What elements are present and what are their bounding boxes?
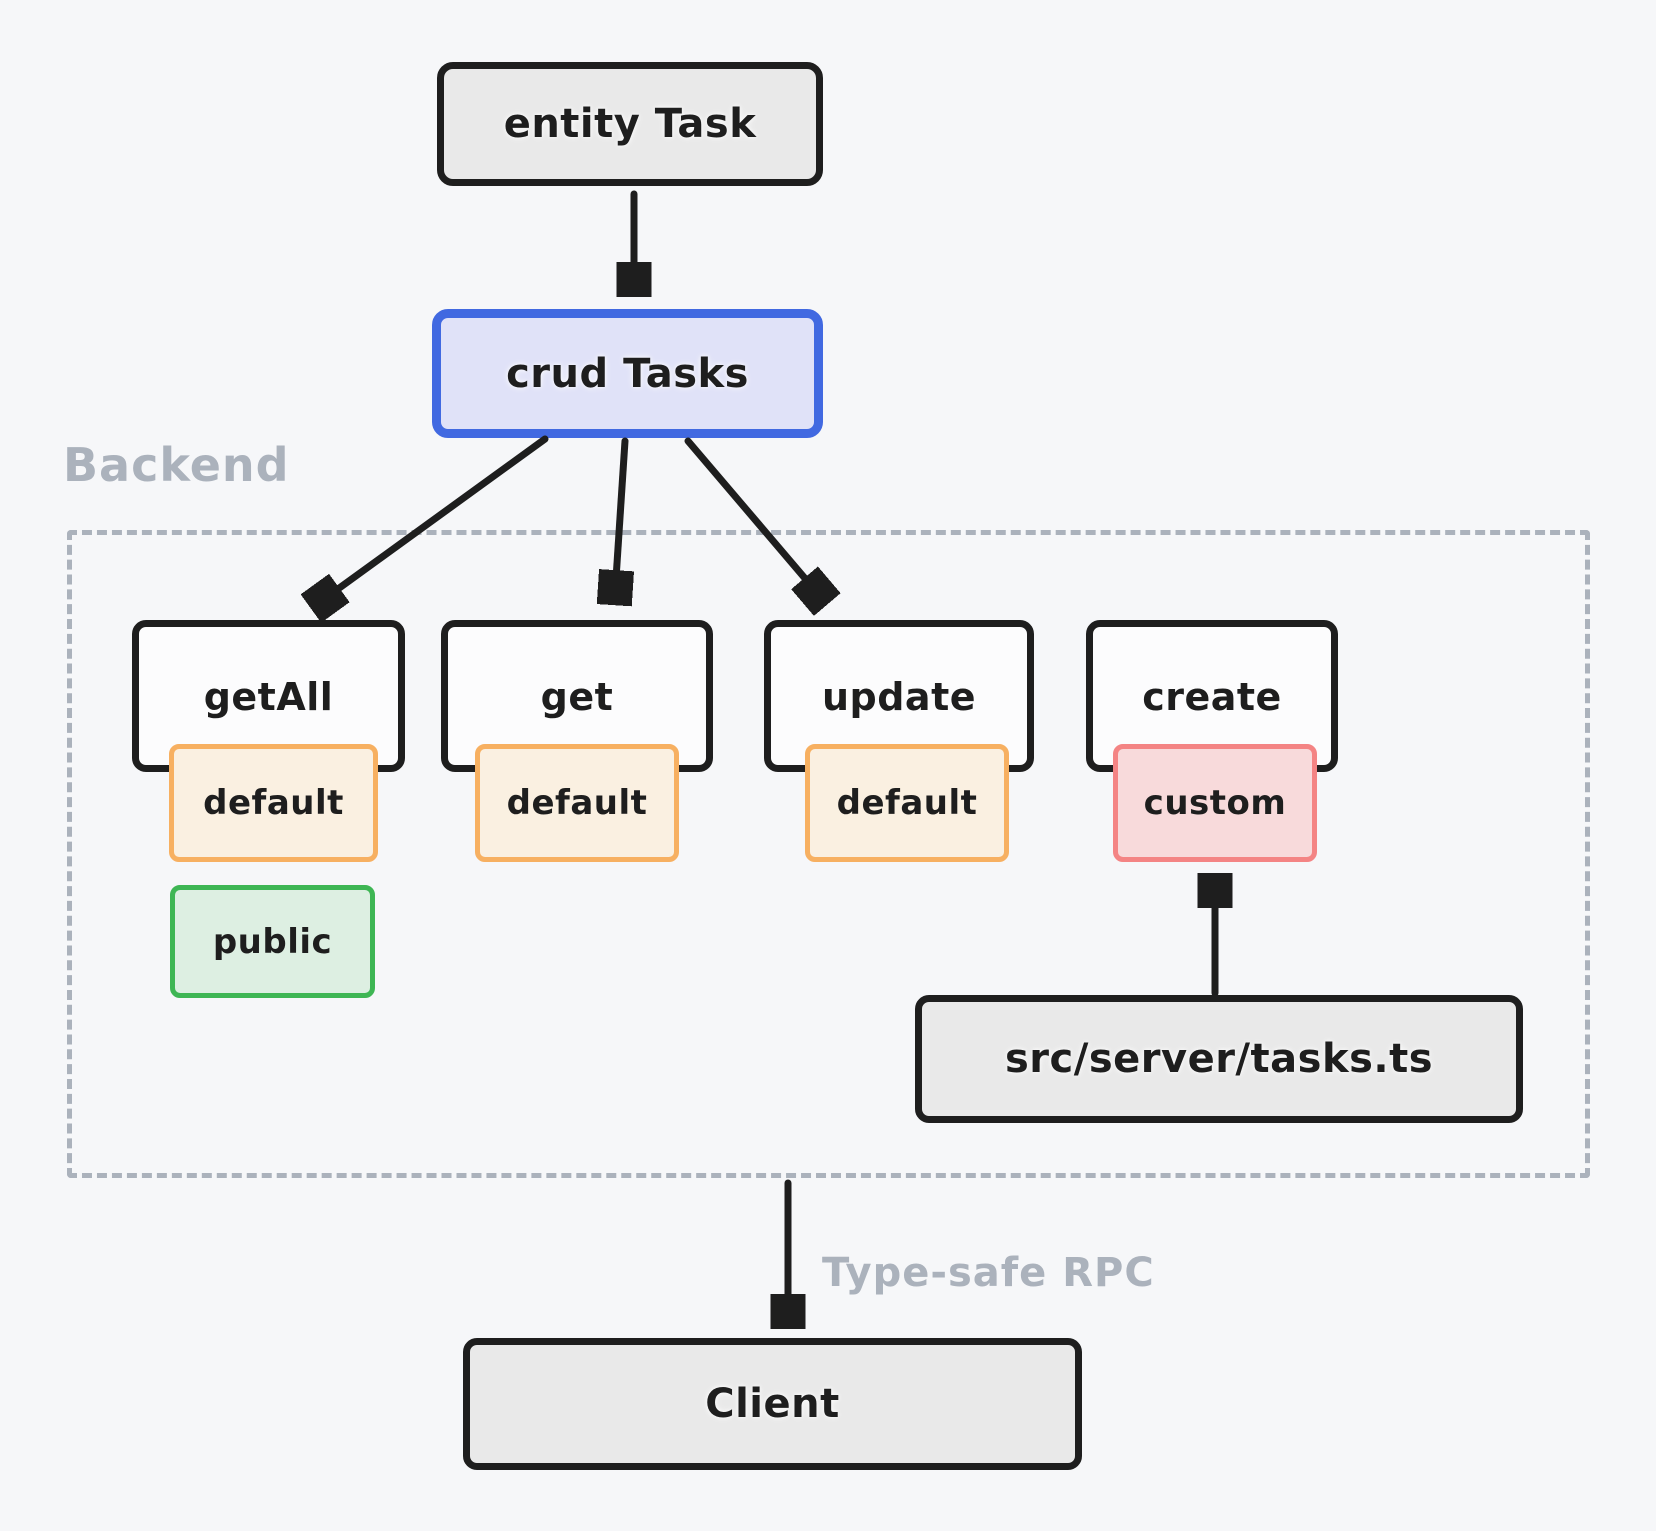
node-method-update-label: update xyxy=(821,675,977,719)
node-method-getall-label: getAll xyxy=(203,675,334,719)
badge-update-default: default xyxy=(805,744,1009,862)
badge-get-default: default xyxy=(475,744,679,862)
backend-region-border xyxy=(67,530,1590,1178)
rpc-edge-label: Type-safe RPC xyxy=(822,1250,1155,1296)
badge-create-custom-label: custom xyxy=(1143,783,1287,823)
badge-getall-public-label: public xyxy=(212,921,333,962)
badge-getall-public: public xyxy=(170,885,375,998)
badge-get-default-label: default xyxy=(506,783,648,823)
backend-region-title: Backend xyxy=(63,438,290,492)
node-client: Client xyxy=(463,1338,1082,1470)
node-crud-tasks-label: crud Tasks xyxy=(506,350,749,397)
node-tasks-file: src/server/tasks.ts xyxy=(915,995,1523,1123)
badge-getall-default-label: default xyxy=(203,783,344,823)
node-method-create-label: create xyxy=(1142,675,1282,719)
node-method-get-label: get xyxy=(540,675,614,719)
node-crud-tasks: crud Tasks xyxy=(432,309,823,438)
badge-create-custom: custom xyxy=(1113,744,1317,862)
node-entity-task-label: entity Task xyxy=(503,101,757,147)
node-tasks-file-label: src/server/tasks.ts xyxy=(1004,1036,1433,1082)
badge-getall-default: default xyxy=(169,744,378,862)
badge-update-default-label: default xyxy=(836,783,978,823)
node-entity-task: entity Task xyxy=(437,62,823,186)
node-client-label: Client xyxy=(705,1381,840,1427)
